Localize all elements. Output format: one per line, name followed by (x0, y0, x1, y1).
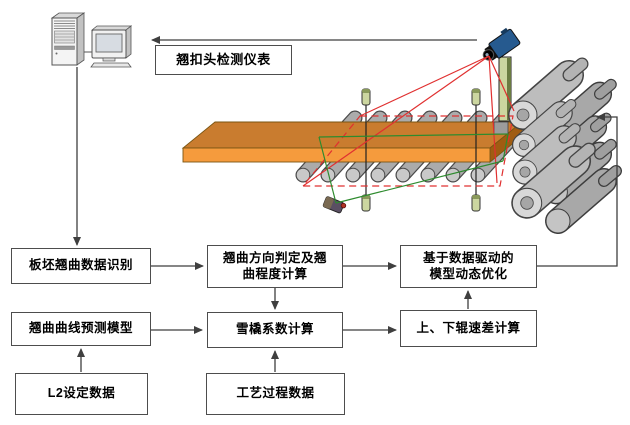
mill-stand-rolls (509, 64, 616, 233)
box-data-driven-line2: 模型动态优化 (429, 266, 508, 281)
box-roll-speed-diff: 上、下辊速差计算 (400, 310, 537, 347)
box-slab-warp-recognition: 板坯翘曲数据识别 (11, 248, 151, 284)
box-process-data-label: 工艺过程数据 (236, 386, 315, 401)
box-l2-setting-data: L2设定数据 (15, 373, 148, 415)
box-warp-direction-line2: 曲程度计算 (242, 266, 308, 281)
box-warp-direction-degree: 翘曲方向判定及翘 曲程度计算 (207, 245, 343, 288)
inspection-camera-icon (482, 27, 521, 61)
box-warp-curve-model: 翘曲曲线预测模型 (11, 312, 151, 346)
box-process-data: 工艺过程数据 (206, 373, 345, 415)
box-warp-curve-model-label: 翘曲曲线预测模型 (28, 321, 133, 336)
flow-connectors (73, 36, 477, 372)
exit-fov-lines (318, 133, 509, 204)
box-ski-coefficient-label: 雪橇系数计算 (235, 322, 314, 337)
sensor-post-icon (361, 88, 481, 212)
monitor-icon (84, 25, 133, 68)
feedback-arrow (537, 113, 618, 267)
box-data-driven-line1: 基于数据驱动的 (422, 250, 514, 265)
box-ski-coefficient: 雪橇系数计算 (207, 312, 343, 348)
box-warp-direction-line1: 翘曲方向判定及翘 (222, 250, 327, 265)
box-roll-speed-diff-label: 上、下辊速差计算 (416, 320, 521, 335)
box-slab-warp-recognition-label: 板坯翘曲数据识别 (28, 258, 133, 273)
instrument-box-label: 翘扣头检测仪表 (176, 51, 271, 67)
server-icon (50, 12, 86, 66)
camera-fov-lines (301, 55, 515, 187)
box-l2-setting-data-label: L2设定数据 (47, 386, 116, 401)
box-data-driven-optimization: 基于数据驱动的 模型动态优化 (400, 245, 537, 288)
slab (181, 121, 524, 163)
instrument-box: 翘扣头检测仪表 (155, 45, 292, 75)
